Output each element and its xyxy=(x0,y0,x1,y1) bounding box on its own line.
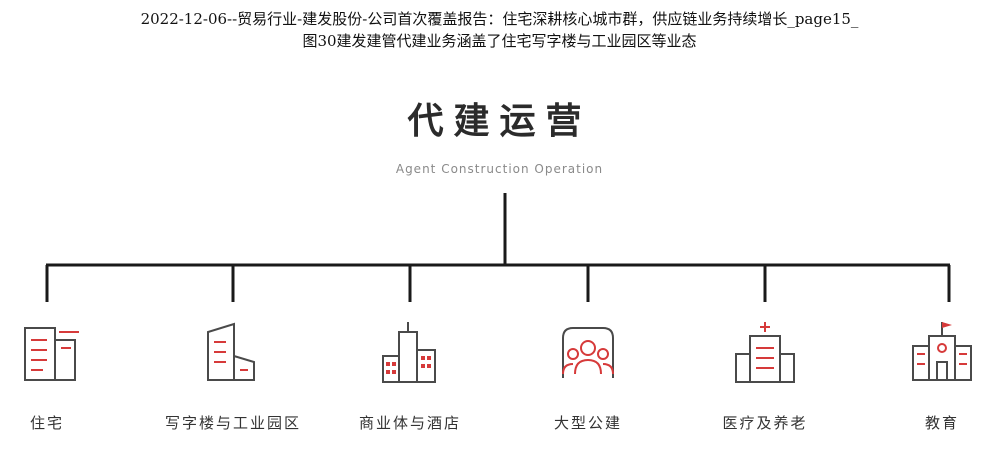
school-icon xyxy=(912,322,972,381)
category-label-residential: 住宅 xyxy=(29,414,64,432)
category-label-education: 教育 xyxy=(924,414,959,432)
diagram-title: 代建运营 xyxy=(407,101,592,142)
residential-building-icon xyxy=(24,327,79,381)
hospital-icon xyxy=(735,322,795,383)
category-label-medical: 医疗及养老 xyxy=(722,414,808,432)
category-label-office: 写字楼与工业园区 xyxy=(164,414,301,432)
diagram-subtitle: Agent Construction Operation xyxy=(395,162,604,176)
category-label-commercial: 商业体与酒店 xyxy=(358,414,461,432)
commercial-hotel-icon xyxy=(382,322,436,383)
category-label-public: 大型公建 xyxy=(553,414,622,432)
caption-line-2: 图30建发建管代建业务涵盖了住宅写字楼与工业园区等业态 xyxy=(302,32,697,50)
caption-line-1: 2022-12-06--贸易行业-建发股份-公司首次覆盖报告：住宅深耕核心城市群… xyxy=(140,10,859,28)
public-building-people-icon xyxy=(562,327,614,378)
office-building-icon xyxy=(207,322,255,381)
